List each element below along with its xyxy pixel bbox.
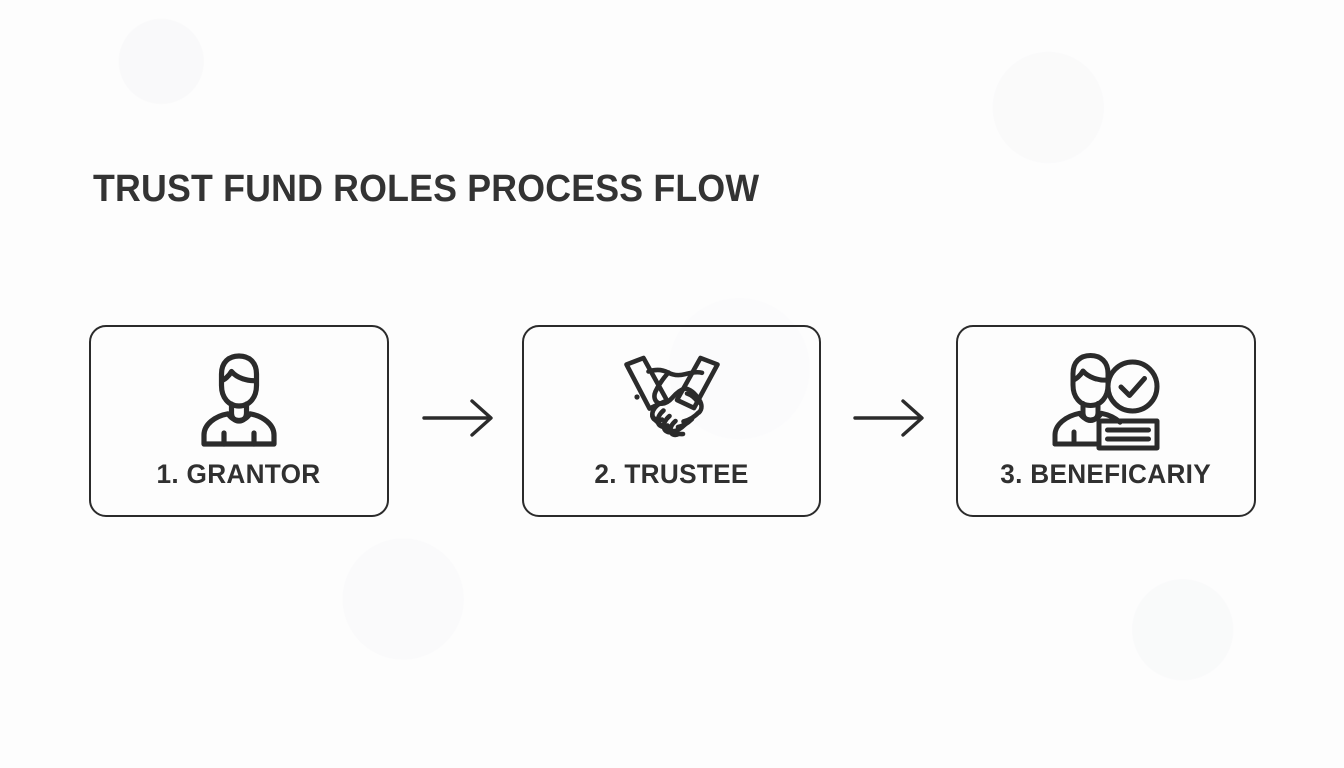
handshake-icon bbox=[599, 347, 745, 451]
arrow-right-icon bbox=[851, 396, 931, 440]
page-title: TRUST FUND ROLES PROCESS FLOW bbox=[93, 168, 760, 210]
flow-step-label: 2. TRUSTEE bbox=[594, 459, 749, 489]
flow-step-trustee[interactable]: 2. TRUSTEE bbox=[522, 325, 821, 517]
person-icon bbox=[191, 347, 287, 451]
flow-step-beneficiary[interactable]: 3. BENEFICARIY bbox=[956, 325, 1256, 517]
flow-step-label: 3. BENEFICARIY bbox=[1000, 459, 1212, 489]
flow-step-grantor[interactable]: 1. GRANTOR bbox=[89, 325, 389, 517]
flow-step-label: 1. GRANTOR bbox=[157, 459, 321, 489]
arrow-right-icon bbox=[420, 396, 500, 440]
person-verified-card-icon bbox=[1047, 347, 1165, 451]
